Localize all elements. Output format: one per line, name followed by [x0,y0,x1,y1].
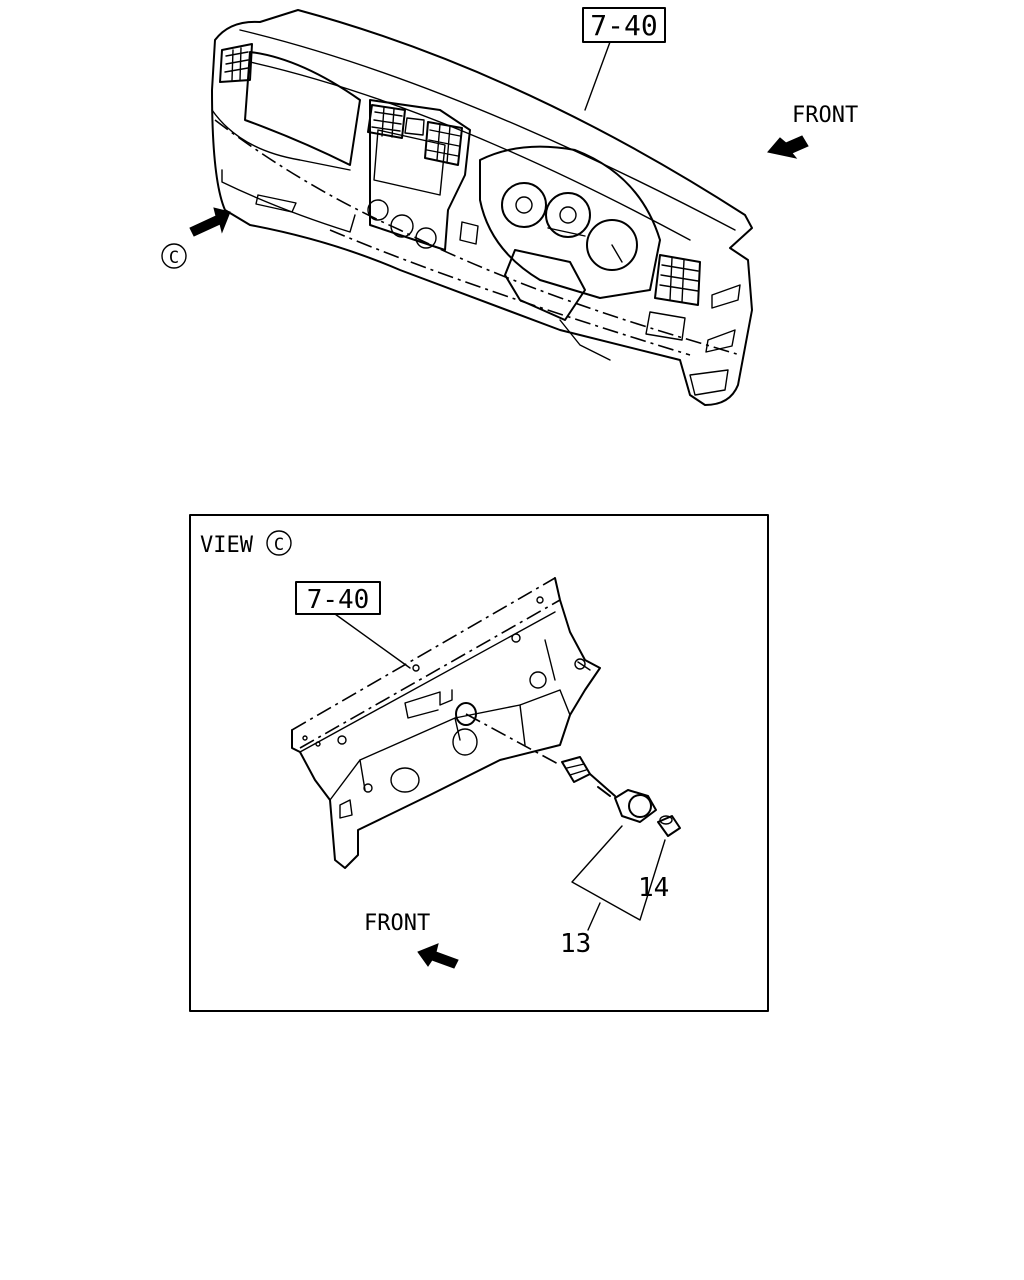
view-arrow-icon [189,207,231,237]
crossmember-bracket [291,577,601,869]
view-c-pointer: C [161,207,231,269]
overview-ref-box: 7-40 [582,7,666,111]
callout-14: 14 [638,873,669,903]
detail-ref-label: 7-40 [307,585,370,615]
front-arrow-icon [767,135,809,159]
instrument-panel-overview [211,9,753,406]
overview-front-label: FRONT [792,103,858,128]
detail-frame [189,514,769,1012]
overview-front-indicator: FRONT [767,103,858,159]
callout-leader-13 [571,825,666,921]
detail-view-marker: C [274,535,284,555]
overview-view-marker: C [169,248,179,268]
callout-leader-13-tail [587,902,601,931]
detail-front-arrow-icon [417,943,459,969]
overview-ref-label: 7-40 [590,9,657,42]
lamp-assembly [465,713,681,837]
view-c-detail-panel: VIEW C 7-40 [189,514,769,1012]
view-marker-circle [161,243,187,269]
detail-front-label: FRONT [364,911,430,936]
callout-13: 13 [560,929,591,959]
detail-view-marker-circle [266,530,292,556]
detail-view-label: VIEW [200,533,254,558]
